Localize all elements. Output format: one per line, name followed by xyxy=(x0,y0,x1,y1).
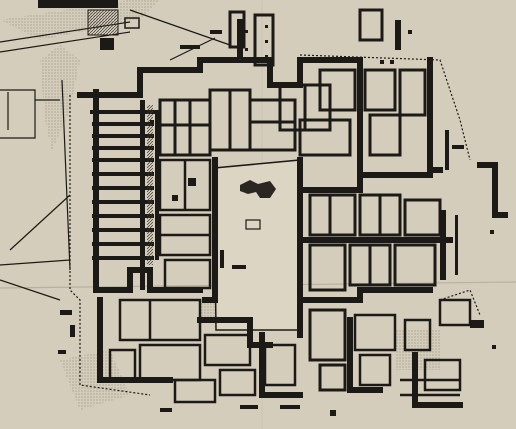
thin-lines xyxy=(0,9,231,301)
west-magazines xyxy=(90,100,159,290)
north-rooms xyxy=(158,8,384,157)
walls-heavy xyxy=(77,19,508,408)
central-court xyxy=(213,159,303,331)
south-rooms xyxy=(173,333,297,404)
corridor-dots xyxy=(147,105,153,265)
court-shaded-patch xyxy=(240,180,276,198)
wall-fragments xyxy=(58,20,496,416)
west-interior-rooms xyxy=(108,158,212,382)
north-west-gate xyxy=(38,0,140,50)
south-east-rooms xyxy=(353,298,472,397)
boundary-lines xyxy=(69,54,481,396)
